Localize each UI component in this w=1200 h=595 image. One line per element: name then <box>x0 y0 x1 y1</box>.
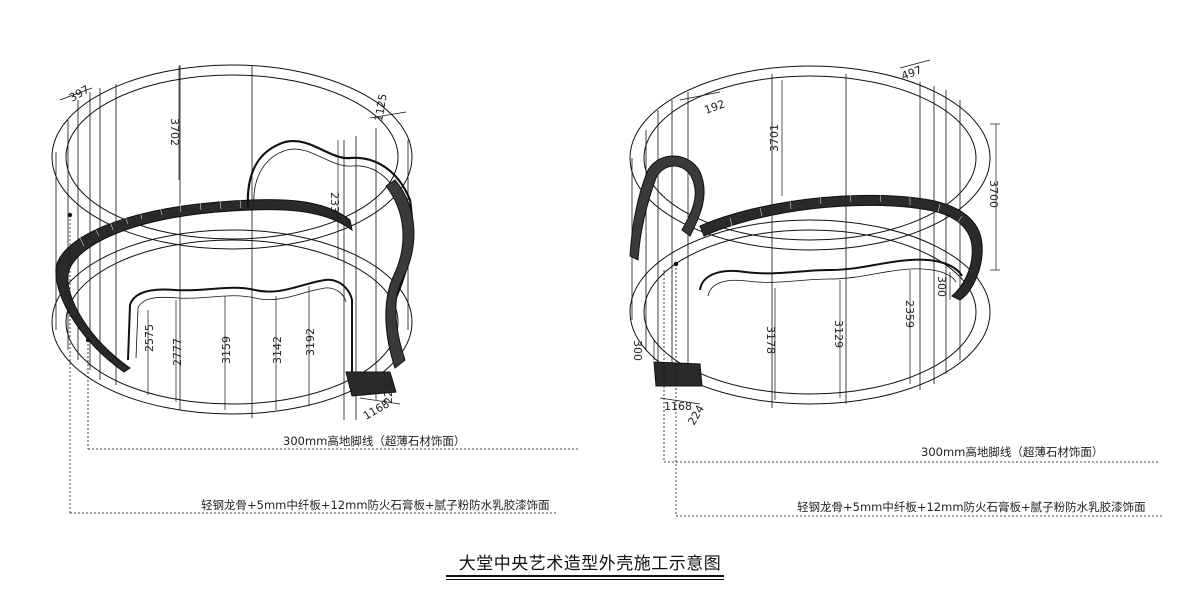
right-left-twist <box>629 155 705 261</box>
left-dim-h4: 3142 <box>271 336 284 364</box>
left-top-ring-outer <box>51 64 413 250</box>
left-view <box>51 64 578 514</box>
left-dim-right-height: 2335 <box>328 192 341 220</box>
left-dim-h5: 3192 <box>304 328 317 356</box>
right-dim-h1: 3178 <box>764 326 777 354</box>
left-dim-h2: 2777 <box>171 338 184 366</box>
right-dim-h3: 2359 <box>903 300 916 328</box>
right-dimension-lines <box>653 59 1000 405</box>
left-bottom-ring-outer <box>51 229 413 415</box>
right-top-ring-inner <box>643 75 977 241</box>
right-note-shell: 轻钢龙骨+5mm中纤板+12mm防火石膏板+腻子粉防水乳胶漆饰面 <box>797 500 1146 514</box>
left-dim-base-b: 224 <box>382 383 395 404</box>
left-dim-top-height: 3702 <box>168 118 181 146</box>
right-dim-right-height: 3700 <box>987 180 1000 208</box>
right-leader-dot <box>673 261 679 267</box>
right-note-baseboard: 300mm高地脚线（超薄石材饰面） <box>921 445 1103 459</box>
left-ribbon-hatch <box>79 199 242 247</box>
right-dim-base-a: 1168 <box>664 400 692 413</box>
title-underline-thick <box>446 575 724 577</box>
drawing-title: 大堂中央艺术造型外壳施工示意图 <box>458 554 722 574</box>
right-top-ring-outer <box>629 65 991 251</box>
right-vertical-posts <box>631 74 961 408</box>
right-dim-top-right-width: 497 <box>900 63 924 82</box>
right-dim-main-height: 3701 <box>768 124 781 152</box>
right-bottom-ring-inner <box>643 229 977 395</box>
left-leader-dot-1 <box>67 212 73 218</box>
left-lower-wave-inner <box>135 287 347 359</box>
left-dim-side-depth: 1125 <box>372 93 390 123</box>
left-leader-dot-2 <box>85 337 91 343</box>
left-base-block <box>345 371 397 397</box>
left-note-shell: 轻钢龙骨+5mm中纤板+12mm防火石膏板+腻子粉防水乳胶漆饰面 <box>201 498 550 512</box>
right-bottom-ring-outer <box>629 219 991 405</box>
left-vertical-posts <box>55 65 409 420</box>
right-dim-h2: 3129 <box>832 320 845 348</box>
left-leader-lines <box>69 215 578 514</box>
title-underline-thin <box>446 579 724 580</box>
right-base-block <box>653 361 703 387</box>
left-dim-h1: 2575 <box>143 324 156 352</box>
left-ribbon-band <box>55 199 353 373</box>
left-bottom-ring-inner <box>65 239 399 405</box>
right-lower-wave <box>699 258 963 291</box>
left-upper-curve-inner <box>253 148 403 207</box>
left-dim-h3: 3159 <box>220 336 233 364</box>
right-lower-wave-inner <box>707 268 957 297</box>
right-dim-top-width: 192 <box>703 97 727 116</box>
left-lower-wave <box>127 278 353 372</box>
right-dim-left-small: 300 <box>631 340 644 361</box>
left-right-twist <box>385 179 415 369</box>
right-view <box>629 59 1164 517</box>
left-note-baseboard: 300mm高地脚线（超薄石材饰面） <box>283 434 465 448</box>
right-dim-right-small: 300 <box>935 276 948 297</box>
left-dimension-lines <box>59 66 407 410</box>
right-leader-lines <box>663 264 1164 517</box>
left-top-ring-inner <box>65 74 399 240</box>
right-ribbon-band <box>699 194 983 301</box>
right-ribbon-hatch <box>729 193 963 227</box>
